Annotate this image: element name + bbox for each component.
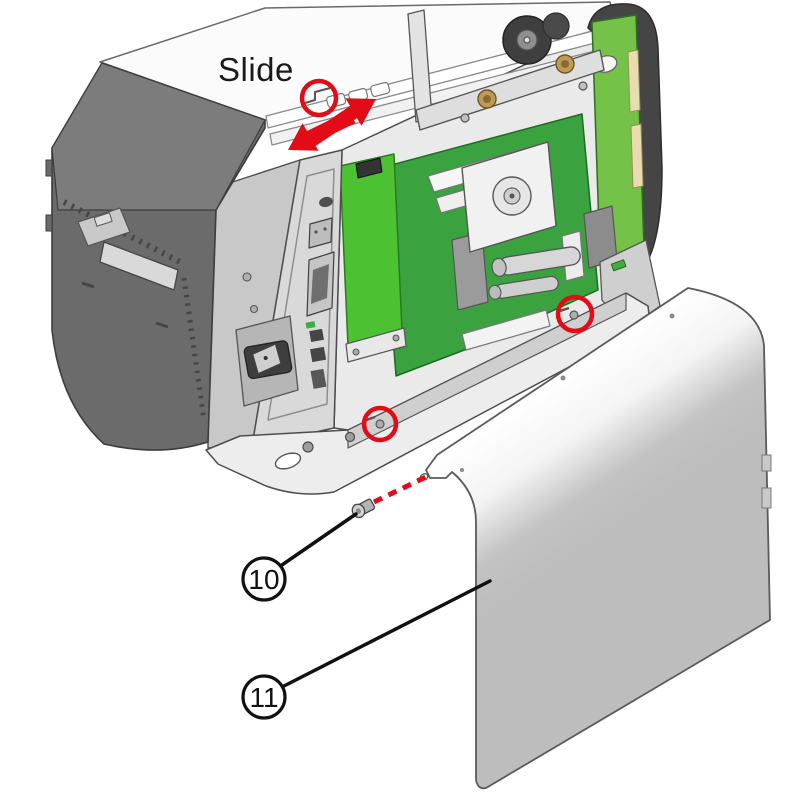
callout-10-label: 10 xyxy=(248,564,279,595)
callout-11-circle xyxy=(241,674,287,720)
slide-label: Slide xyxy=(218,51,294,88)
cutter-knob xyxy=(93,212,113,227)
gear-axle xyxy=(523,36,531,44)
status-led xyxy=(305,321,316,329)
wall-screw xyxy=(249,304,259,314)
wall-screw xyxy=(242,272,252,282)
lan-port xyxy=(310,346,327,363)
printer-body xyxy=(45,1,663,495)
highlight-circle-bottom xyxy=(361,405,399,443)
platen-rollers xyxy=(488,246,581,300)
front-panel-tab xyxy=(45,159,53,177)
callout-leaders xyxy=(277,512,492,689)
circled-screw-slot xyxy=(365,415,376,422)
callout-10: 10 xyxy=(241,556,287,602)
front-panel-tab xyxy=(45,214,53,232)
daughter-pcb-chip xyxy=(355,157,383,179)
base-screw xyxy=(344,431,356,443)
paper-exit-slot xyxy=(99,241,179,291)
parallel-port-slot xyxy=(311,264,329,304)
cover-dimple xyxy=(560,375,566,381)
rail-notch xyxy=(304,87,331,104)
front-panel-top-slope xyxy=(51,62,266,211)
base-screw xyxy=(302,441,314,453)
chassis-screw xyxy=(578,81,588,91)
callout-10-circle xyxy=(241,556,287,602)
cover-edge-clip xyxy=(761,487,772,509)
gear-wheel-small xyxy=(542,12,570,40)
base-oval-hole xyxy=(274,452,302,470)
side-pcb-connector-strip xyxy=(627,49,641,113)
side-cover-shell xyxy=(425,287,771,790)
base-rail-face xyxy=(347,292,627,449)
annotations-red xyxy=(288,78,595,505)
screw-insert-dashed-line xyxy=(372,473,430,505)
cover-dimple xyxy=(460,468,464,472)
cover-edge-clip xyxy=(761,454,772,472)
usb-port xyxy=(309,328,324,342)
tear-bar-teeth-side xyxy=(181,277,207,421)
daughter-pcb-bracket xyxy=(345,327,407,363)
panel-slot-mark xyxy=(155,321,169,329)
serial-pin xyxy=(323,227,327,231)
callout-11: 11 xyxy=(241,674,287,720)
serial-port xyxy=(308,217,333,249)
printhead-boss-dot xyxy=(509,193,515,199)
option-port xyxy=(310,368,327,389)
small-green-connector xyxy=(610,259,627,272)
cover-dimple xyxy=(669,313,675,319)
aux-connector xyxy=(319,196,333,208)
circled-screw-bottom xyxy=(375,419,385,429)
leader-line-11 xyxy=(280,579,492,689)
bracket-screw xyxy=(392,334,400,342)
power-inlet xyxy=(243,340,293,380)
side-pcb-connector-strip2 xyxy=(630,123,644,189)
circled-screw-slot xyxy=(559,306,570,313)
highlight-circle-top xyxy=(299,78,339,118)
panel-slot-mark xyxy=(81,281,95,289)
serial-pin xyxy=(314,230,318,234)
highlight-circle-right xyxy=(555,294,595,334)
circled-screw-right xyxy=(569,310,579,320)
chassis-screw xyxy=(460,113,470,123)
daughter-pcb xyxy=(339,153,403,347)
leader-line-10 xyxy=(277,512,358,569)
slide-arrow-lower xyxy=(288,110,356,151)
frame-crossbar xyxy=(415,49,605,131)
main-pcb-connector xyxy=(461,309,551,351)
brass-bushing xyxy=(477,54,575,109)
callout-11-label: 11 xyxy=(249,682,278,713)
bracket-screw xyxy=(352,348,360,356)
cutter-block xyxy=(77,207,131,247)
